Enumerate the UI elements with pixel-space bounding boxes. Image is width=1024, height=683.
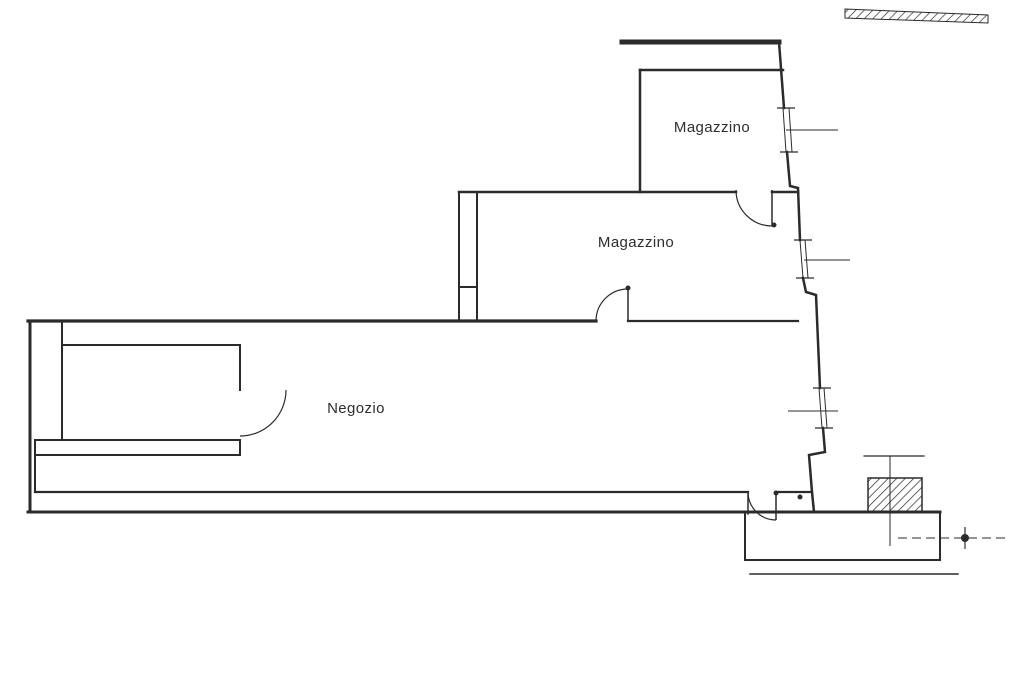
window-markers	[777, 107, 850, 429]
magazzino-upper-room-walls	[638, 68, 785, 194]
window-upper	[777, 107, 838, 153]
window-lower-glazing	[818, 387, 828, 429]
door-arc	[595, 288, 629, 322]
window-lower	[788, 387, 838, 429]
door-arc	[735, 189, 773, 227]
door-hinge-dot	[773, 490, 779, 496]
dimension-marks	[889, 456, 1010, 549]
door-negozio-alcove	[239, 389, 287, 437]
door-arc	[747, 491, 777, 521]
door-hinge-dot	[625, 285, 631, 291]
window-middle	[794, 239, 850, 279]
window-middle-jamb-ticks	[794, 239, 814, 279]
room-label-negozio: Negozio	[327, 400, 385, 417]
window-lower-jamb-ticks	[813, 387, 833, 429]
door-hinge-dot	[771, 222, 777, 228]
door-arc	[239, 389, 287, 437]
right-exterior-wall	[777, 40, 827, 514]
negozio-alcove-walls	[34, 344, 241, 493]
hatched-strip-top-right	[844, 8, 989, 24]
door-magazzino-upper	[735, 189, 777, 228]
room-label-magazzino-upper: Magazzino	[674, 119, 750, 136]
door-annex	[747, 490, 803, 521]
negozio-room-walls	[26, 319, 814, 494]
door-swings	[239, 189, 803, 521]
window-upper-jamb-ticks	[777, 107, 798, 153]
annex-outline	[744, 511, 941, 561]
wall-junction-dot	[797, 494, 803, 500]
exterior-walls	[26, 39, 942, 514]
door-magazzino-middle	[595, 285, 631, 322]
room-labels: Magazzino Magazzino Negozio	[327, 119, 750, 417]
hatched-pier-bottom-right	[867, 477, 923, 513]
window-middle-glazing	[799, 239, 809, 279]
annex-structure	[744, 455, 959, 575]
magazzino-middle-west-double-wall	[458, 191, 478, 322]
magazzino-middle-room-walls	[457, 190, 800, 322]
hatched-areas	[844, 8, 989, 513]
room-label-magazzino-middle: Magazzino	[598, 234, 674, 251]
